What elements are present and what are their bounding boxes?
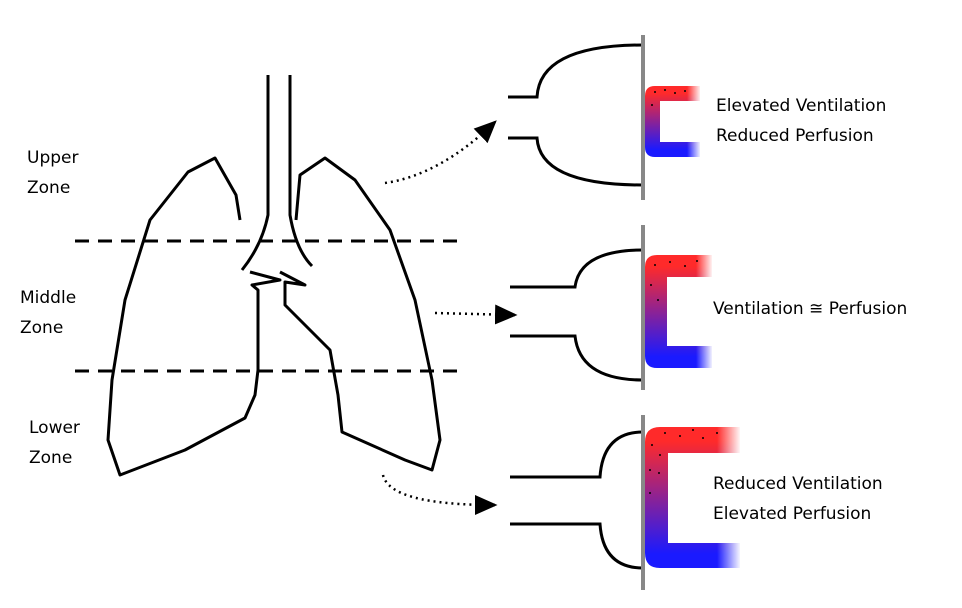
- alveolus-label-middle: Ventilation ≅ Perfusion: [713, 299, 908, 319]
- airway: [510, 248, 644, 382]
- alveolus-lower: [510, 415, 741, 590]
- arrow-middle: [434, 304, 518, 325]
- trachea-right-wall: [288, 75, 314, 268]
- airway: [508, 43, 644, 187]
- alveolus-upper: [508, 35, 701, 200]
- arrow-lower: [381, 474, 498, 515]
- zone-dividers: [75, 239, 458, 373]
- dotted-arrows: [381, 120, 518, 515]
- oxygen-dots: [649, 89, 718, 494]
- left-lung: [106, 156, 282, 477]
- lungs: [106, 75, 442, 477]
- arrow-upper: [384, 120, 497, 185]
- alveolus-middle: [510, 225, 713, 390]
- airway: [510, 430, 644, 570]
- right-lung: [279, 156, 442, 472]
